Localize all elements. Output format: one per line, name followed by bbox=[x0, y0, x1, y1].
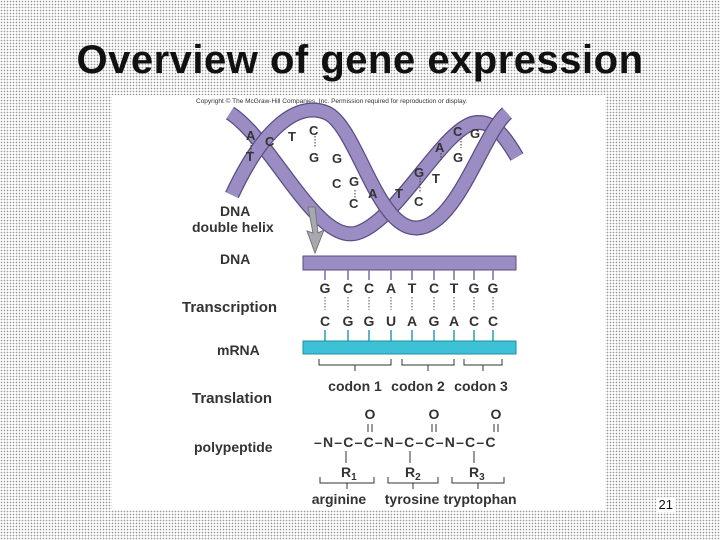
mrna-base: G bbox=[364, 313, 375, 329]
dna-base: C bbox=[429, 280, 439, 296]
codon-bracket bbox=[463, 359, 503, 371]
down-arrow-icon bbox=[306, 206, 325, 255]
dna-base: T bbox=[450, 280, 459, 296]
codon-label: codon 2 bbox=[391, 378, 445, 394]
helix-base: C bbox=[414, 194, 424, 209]
r-group: R bbox=[341, 464, 351, 480]
amino-acid-bracket bbox=[319, 477, 375, 489]
mrna-base: C bbox=[469, 313, 479, 329]
carbonyl-oxygens: O O O bbox=[365, 406, 502, 422]
codon-bracket bbox=[401, 359, 455, 371]
label-double-helix: double helix bbox=[192, 219, 274, 235]
helix-base: A bbox=[435, 140, 445, 155]
slide-title: Overview of gene expression bbox=[76, 38, 644, 82]
helix-base: T bbox=[288, 129, 296, 144]
dna-base: C bbox=[364, 280, 374, 296]
helix-base: C bbox=[265, 134, 275, 149]
gene-expression-figure: Copyright © The McGraw-Hill Companies, I… bbox=[112, 95, 605, 510]
mrna-base: G bbox=[343, 313, 354, 329]
dna-base: G bbox=[469, 280, 480, 296]
double-bonds bbox=[367, 424, 499, 432]
amino-acid-bracket bbox=[387, 477, 439, 489]
svg-text:R1: R1 bbox=[341, 464, 357, 483]
codon-bracket bbox=[318, 359, 392, 371]
r-subscript: 1 bbox=[351, 472, 357, 483]
r-subscript: 2 bbox=[415, 472, 421, 483]
helix-base: G bbox=[453, 150, 463, 165]
amino-acid-labels: arginine tyrosine tryptophan bbox=[312, 491, 517, 507]
oxygen-atom: O bbox=[365, 406, 376, 422]
side-chain-bonds bbox=[345, 451, 475, 463]
r-subscript: 3 bbox=[479, 472, 485, 483]
oxygen-atom: O bbox=[429, 406, 440, 422]
label-polypeptide: polypeptide bbox=[194, 439, 273, 455]
page-number: 21 bbox=[655, 497, 676, 512]
peptide-backbone: –N–C–C–N–C–C–N–C–C bbox=[314, 434, 497, 450]
helix-base: G bbox=[309, 150, 319, 165]
svg-text:R3: R3 bbox=[469, 464, 485, 483]
helix-base: C bbox=[349, 196, 359, 211]
dna-base: C bbox=[343, 280, 353, 296]
mrna-base: C bbox=[488, 313, 498, 329]
dna-base: G bbox=[488, 280, 499, 296]
dna-base: G bbox=[320, 280, 331, 296]
label-dna: DNA bbox=[220, 251, 250, 267]
mrna-base: G bbox=[429, 313, 440, 329]
helix-base: C bbox=[309, 123, 319, 138]
dna-strand-bar bbox=[302, 255, 517, 271]
amino-acid-brackets bbox=[319, 477, 505, 489]
codon-brackets bbox=[318, 359, 503, 371]
gene-expression-diagram: Copyright © The McGraw-Hill Companies, I… bbox=[182, 97, 524, 507]
helix-base: A bbox=[368, 186, 378, 201]
helix-base: G bbox=[414, 165, 424, 180]
dna-strand-pegs bbox=[324, 270, 494, 280]
helix-base: C bbox=[332, 176, 342, 191]
mrna-strand-bar bbox=[302, 340, 517, 355]
codon-label: codon 1 bbox=[328, 378, 382, 394]
helix-base: T bbox=[432, 171, 440, 186]
dna-base: A bbox=[386, 280, 396, 296]
base-pair-bonds bbox=[250, 136, 462, 198]
r-group: R bbox=[469, 464, 479, 480]
codon-label: codon 3 bbox=[454, 378, 508, 394]
amino-acid-bracket bbox=[451, 477, 505, 489]
helix-base: G bbox=[349, 174, 359, 189]
helix-base-letters: A T C T C G G C G C A T G T C A G C G bbox=[246, 123, 480, 211]
r-group: R bbox=[405, 464, 415, 480]
label-dna-helix: DNA bbox=[220, 203, 250, 219]
copyright-text: Copyright © The McGraw-Hill Companies, I… bbox=[196, 97, 467, 105]
label-mrna: mRNA bbox=[217, 342, 260, 358]
codon-labels: codon 1 codon 2 codon 3 bbox=[328, 378, 508, 394]
mrna-strand-pegs bbox=[324, 330, 494, 341]
amino-acid-label: arginine bbox=[312, 491, 367, 507]
helix-base: C bbox=[453, 124, 463, 139]
helix-base: A bbox=[246, 128, 256, 143]
helix-base: T bbox=[246, 149, 254, 164]
mrna-base: A bbox=[407, 313, 417, 329]
amino-acid-label: tryptophan bbox=[443, 491, 516, 507]
mrna-base: C bbox=[320, 313, 330, 329]
oxygen-atom: O bbox=[491, 406, 502, 422]
helix-base: G bbox=[470, 126, 480, 141]
helix-base: T bbox=[395, 186, 403, 201]
mrna-base: A bbox=[449, 313, 459, 329]
svg-text:R2: R2 bbox=[405, 464, 421, 483]
label-translation: Translation bbox=[192, 390, 272, 407]
amino-acid-label: tyrosine bbox=[385, 491, 440, 507]
label-transcription: Transcription bbox=[182, 299, 277, 316]
side-chains: R1 R2 R3 bbox=[341, 464, 485, 483]
dna-double-helix: A T C T C G G C G C A T G T C A G C G bbox=[225, 102, 524, 242]
mrna-base: U bbox=[386, 313, 396, 329]
helix-base: G bbox=[332, 151, 342, 166]
dna-base: T bbox=[408, 280, 417, 296]
base-pair-dashes bbox=[324, 297, 494, 310]
